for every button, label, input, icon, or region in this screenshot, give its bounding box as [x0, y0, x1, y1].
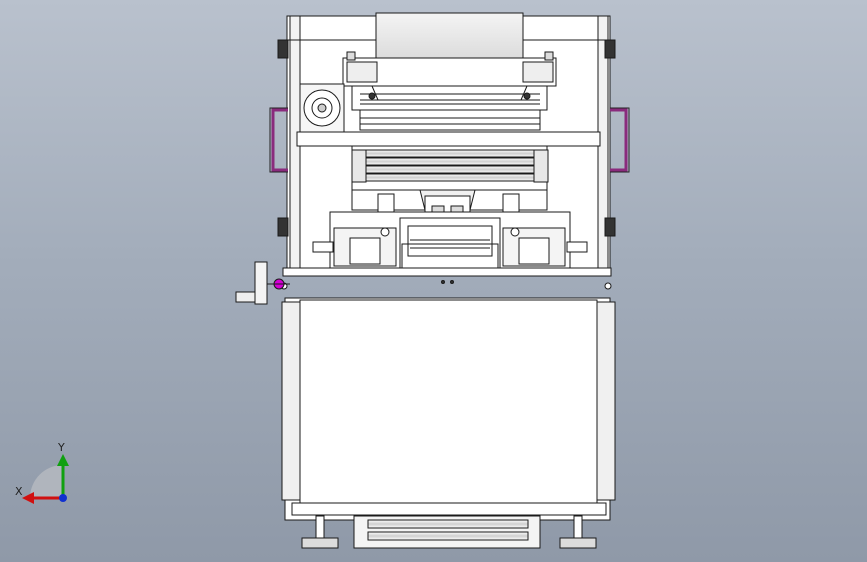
crossbar — [296, 131, 601, 147]
side-handles — [271, 108, 628, 172]
y-arrowhead — [57, 454, 69, 466]
upper-mechanism — [342, 51, 557, 131]
lower-cabinet — [281, 297, 616, 521]
clamp-assembly — [312, 211, 588, 275]
motor — [299, 83, 345, 133]
table-edge — [280, 267, 612, 290]
axis-label-x: X — [15, 485, 23, 498]
axis-label-y: Y — [58, 441, 65, 454]
base — [301, 515, 597, 549]
z-axis-dot — [59, 494, 67, 502]
roller-bank — [351, 145, 549, 191]
x-arrowhead — [22, 492, 34, 504]
handwheel — [235, 261, 290, 305]
coordinate-triad — [22, 454, 69, 504]
